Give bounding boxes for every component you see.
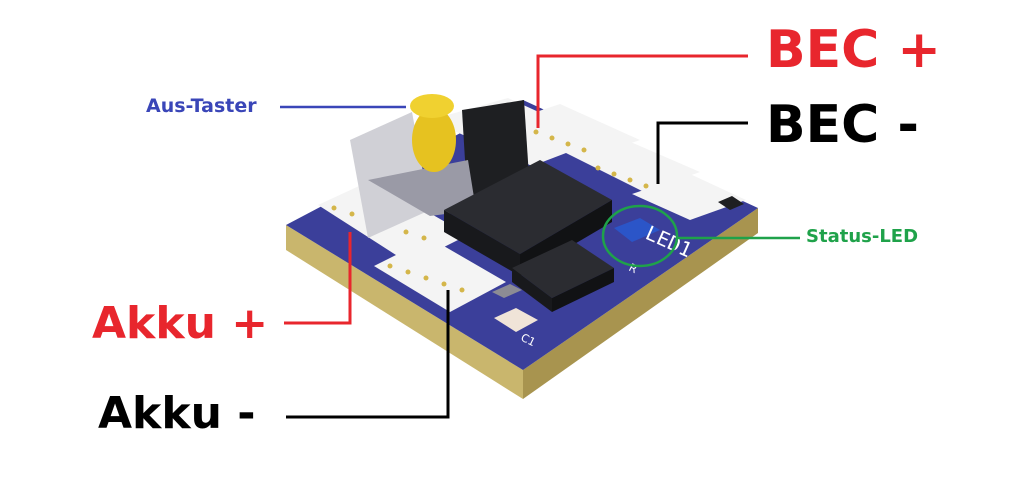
pad-bec-minus: [560, 134, 700, 192]
line-bec-plus: [536, 54, 748, 128]
mosfet-side-left: [444, 210, 520, 276]
pad-right: [632, 174, 746, 220]
line-bec-minus: [656, 121, 748, 184]
pad-square: [718, 196, 744, 210]
line-akku-plus: [284, 232, 352, 325]
switch-housing-front: [368, 160, 476, 216]
regulator-side-right: [552, 268, 614, 312]
status-led-highlight: [601, 204, 679, 268]
akku-plus-label: Akku +: [92, 298, 269, 349]
silk-c1: C1: [519, 331, 538, 349]
button-cap-side: [412, 108, 456, 172]
component-c1: [494, 308, 538, 332]
switch-housing-left: [350, 112, 430, 238]
status-led-label: Status-LED: [806, 226, 919, 247]
akku-minus-label: Akku -: [98, 388, 256, 439]
pcb-edge-right: [523, 208, 758, 399]
bec-minus-label: BEC -: [766, 95, 920, 155]
mosfet-top: [444, 160, 612, 254]
bec-plus-label: BEC +: [766, 20, 941, 80]
line-akku-minus: [286, 290, 450, 419]
button-cap-top: [410, 94, 454, 118]
regulator-side-left: [512, 268, 552, 312]
pad-akku-minus: [374, 238, 506, 312]
pcb-edge-left: [286, 225, 523, 399]
regulator-top: [512, 240, 614, 298]
component-small: [492, 284, 522, 298]
led-component: [614, 218, 660, 242]
aus-taster-label: Aus-Taster: [146, 95, 257, 117]
